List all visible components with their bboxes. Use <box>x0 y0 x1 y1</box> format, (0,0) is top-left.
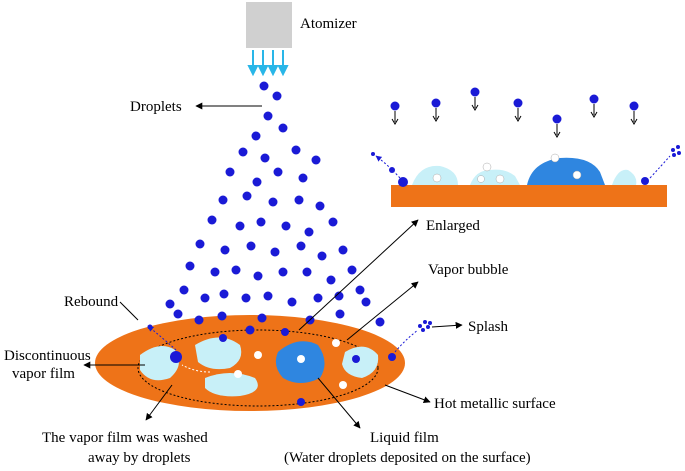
spray-droplet <box>263 111 273 121</box>
liquid-film-label: Liquid film <box>370 430 439 446</box>
spray-droplet <box>260 153 270 163</box>
spray-droplet <box>231 265 241 275</box>
spray-droplet <box>165 299 175 309</box>
spray-droplet <box>273 167 283 177</box>
enlarged-droplet <box>431 98 441 122</box>
spray-droplet <box>317 251 327 261</box>
spray-droplet <box>278 267 288 277</box>
spray-droplet <box>256 217 266 227</box>
spray-droplet <box>304 227 314 237</box>
atomizer-box <box>246 2 292 48</box>
droplets-on-surface <box>170 328 396 406</box>
enlarged-droplet <box>513 98 523 122</box>
vapor-bubble-label: Vapor bubble <box>428 262 509 278</box>
spray-droplet <box>328 217 338 227</box>
discontinuous-label: Discontinuous <box>4 348 91 364</box>
spray-droplet <box>225 167 235 177</box>
spray-droplet <box>315 201 325 211</box>
spray-droplets <box>165 81 385 335</box>
spray-droplet <box>272 91 282 101</box>
spray-droplet <box>252 177 262 187</box>
vapor-film-patches <box>140 337 379 397</box>
spray-droplet <box>220 245 230 255</box>
atomizer-label: Atomizer <box>300 16 357 32</box>
spray-droplet <box>238 147 248 157</box>
splash-path <box>394 320 432 353</box>
spray-droplet <box>235 221 245 231</box>
spray-droplet <box>217 311 227 321</box>
spray-droplet <box>173 309 183 319</box>
rebound-label: Rebound <box>64 294 119 310</box>
enlarged-droplet <box>390 101 400 125</box>
spray-droplet <box>179 285 189 295</box>
spray-droplet <box>287 297 297 307</box>
leader-lines <box>83 102 463 429</box>
hot-surface-label: Hot metallic surface <box>434 396 556 412</box>
spray-droplet <box>338 245 348 255</box>
spray-droplet <box>296 241 306 251</box>
spray-droplet <box>347 265 357 275</box>
enlarged-droplet <box>629 101 639 125</box>
spray-droplet <box>253 271 263 281</box>
spray-droplet <box>194 315 204 325</box>
spray-droplet <box>263 291 273 301</box>
spray-droplet <box>251 131 261 141</box>
spray-droplet <box>281 221 291 231</box>
enlarged-droplet <box>552 114 562 138</box>
spray-droplet <box>207 215 217 225</box>
enlarged-liquid-film <box>527 157 605 185</box>
washed-label-2: away by droplets <box>88 450 191 466</box>
spray-droplet <box>270 247 280 257</box>
spray-droplet <box>242 191 252 201</box>
enlarged-label: Enlarged <box>426 218 480 234</box>
liquid-film-sub-label: (Water droplets deposited on the surface… <box>284 450 531 466</box>
vapor-film-label: vapor film <box>12 366 75 382</box>
spray-droplet <box>246 241 256 251</box>
washed-label-1: The vapor film was washed <box>42 430 208 446</box>
spray-droplet <box>291 145 301 155</box>
spray-droplet <box>361 297 371 307</box>
spray-droplet <box>278 123 288 133</box>
spray-droplet <box>200 293 210 303</box>
spray-droplet <box>302 267 312 277</box>
hot-metallic-surface <box>95 315 405 411</box>
spray-droplet <box>294 195 304 205</box>
enlarged-bubbles <box>432 153 582 184</box>
spray-droplet <box>219 289 229 299</box>
enlarged-droplet <box>589 94 599 118</box>
splash-label: Splash <box>468 319 509 335</box>
spray-droplet <box>259 81 269 91</box>
spray-arrows <box>247 50 289 77</box>
spray-droplet <box>326 275 336 285</box>
spray-droplet <box>335 309 345 319</box>
droplets-label: Droplets <box>130 99 182 115</box>
spray-droplet <box>268 197 278 207</box>
spray-droplet <box>195 239 205 249</box>
enlarged-droplet <box>470 87 480 111</box>
spray-droplet <box>355 285 365 295</box>
impact-zone-outline <box>137 329 379 407</box>
spray-droplet <box>334 291 344 301</box>
spray-droplet <box>245 325 255 335</box>
enlarged-falling-droplets <box>390 87 639 138</box>
spray-droplet <box>218 195 228 205</box>
enlarged-surface <box>391 185 667 207</box>
vapor-bubbles-on-surface <box>234 339 347 389</box>
spray-droplet <box>241 293 251 303</box>
rebound-path <box>147 324 177 351</box>
spray-droplet <box>375 317 385 327</box>
spray-droplet <box>210 267 220 277</box>
spray-droplet <box>313 293 323 303</box>
spray-droplet <box>298 173 308 183</box>
spray-droplet <box>185 261 195 271</box>
spray-droplet <box>311 155 321 165</box>
spray-droplet <box>257 313 267 323</box>
enlarged-droplets-on-surface <box>398 177 649 187</box>
